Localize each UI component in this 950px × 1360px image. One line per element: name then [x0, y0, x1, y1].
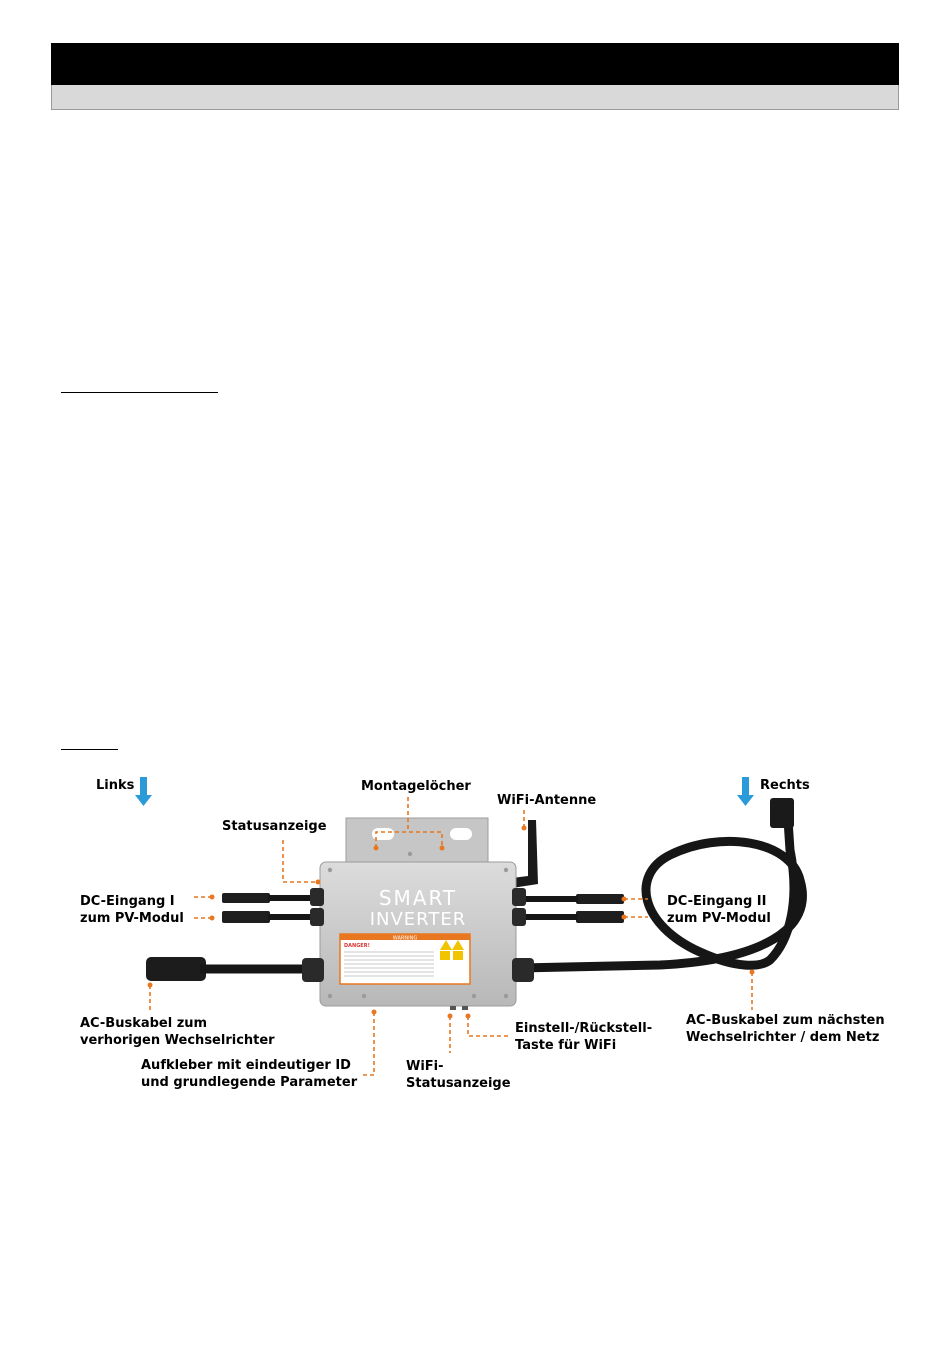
device-text-smart: SMART [379, 886, 457, 910]
device-text-inverter: INVERTER [370, 909, 467, 930]
dc-connector-right-1 [576, 894, 624, 904]
label-ac-buskabel-right: AC-Buskabel zum nächsten Wechselrichter … [686, 1013, 885, 1045]
label-rechts: Rechts [760, 778, 810, 793]
section-header-bar [51, 43, 899, 85]
wifi-antenna [512, 820, 538, 888]
label-ac-buskabel-left: AC-Buskabel zum verhorigen Wechselrichte… [80, 1016, 275, 1048]
label-dc-eingang-2: DC-Eingang II zum PV-Modul [667, 894, 771, 926]
svg-text:WARNING: WARNING [393, 936, 418, 942]
section-subheader-bar [51, 85, 899, 110]
heading-underline [61, 392, 218, 393]
ac-connector-left [146, 957, 206, 981]
mounting-tab [345, 817, 489, 866]
dc-connector-left-2 [222, 911, 270, 923]
label-wifi-antenne: WiFi-Antenne [497, 793, 597, 808]
label-aufkleber: Aufkleber mit eindeutiger ID und grundle… [141, 1058, 358, 1090]
label-dc-eingang-1: DC-Eingang I zum PV-Modul [80, 894, 184, 926]
left-down-arrow-icon [135, 777, 152, 806]
label-wifi-statusanzeige: WiFi- Statusanzeige [406, 1059, 511, 1091]
dc-connector-left-1 [222, 893, 270, 903]
label-montageloecher: Montagelöcher [361, 779, 471, 794]
dc-connector-right-2 [576, 911, 624, 923]
svg-text:DANGER!: DANGER! [344, 943, 370, 949]
heading-underline [61, 749, 118, 750]
warning-sticker: WARNING DANGER! [339, 933, 471, 985]
label-links: Links [96, 778, 135, 793]
label-einstell-taste: Einstell-/Rückstell- Taste für WiFi [515, 1021, 653, 1053]
ac-cable-right-loop [515, 815, 807, 973]
inverter-diagram: SMART INVERTER WARNING DANGER! [135, 777, 807, 1076]
ac-connector-right [770, 798, 794, 828]
label-statusanzeige: Statusanzeige [222, 819, 327, 834]
right-down-arrow-icon [737, 777, 754, 806]
